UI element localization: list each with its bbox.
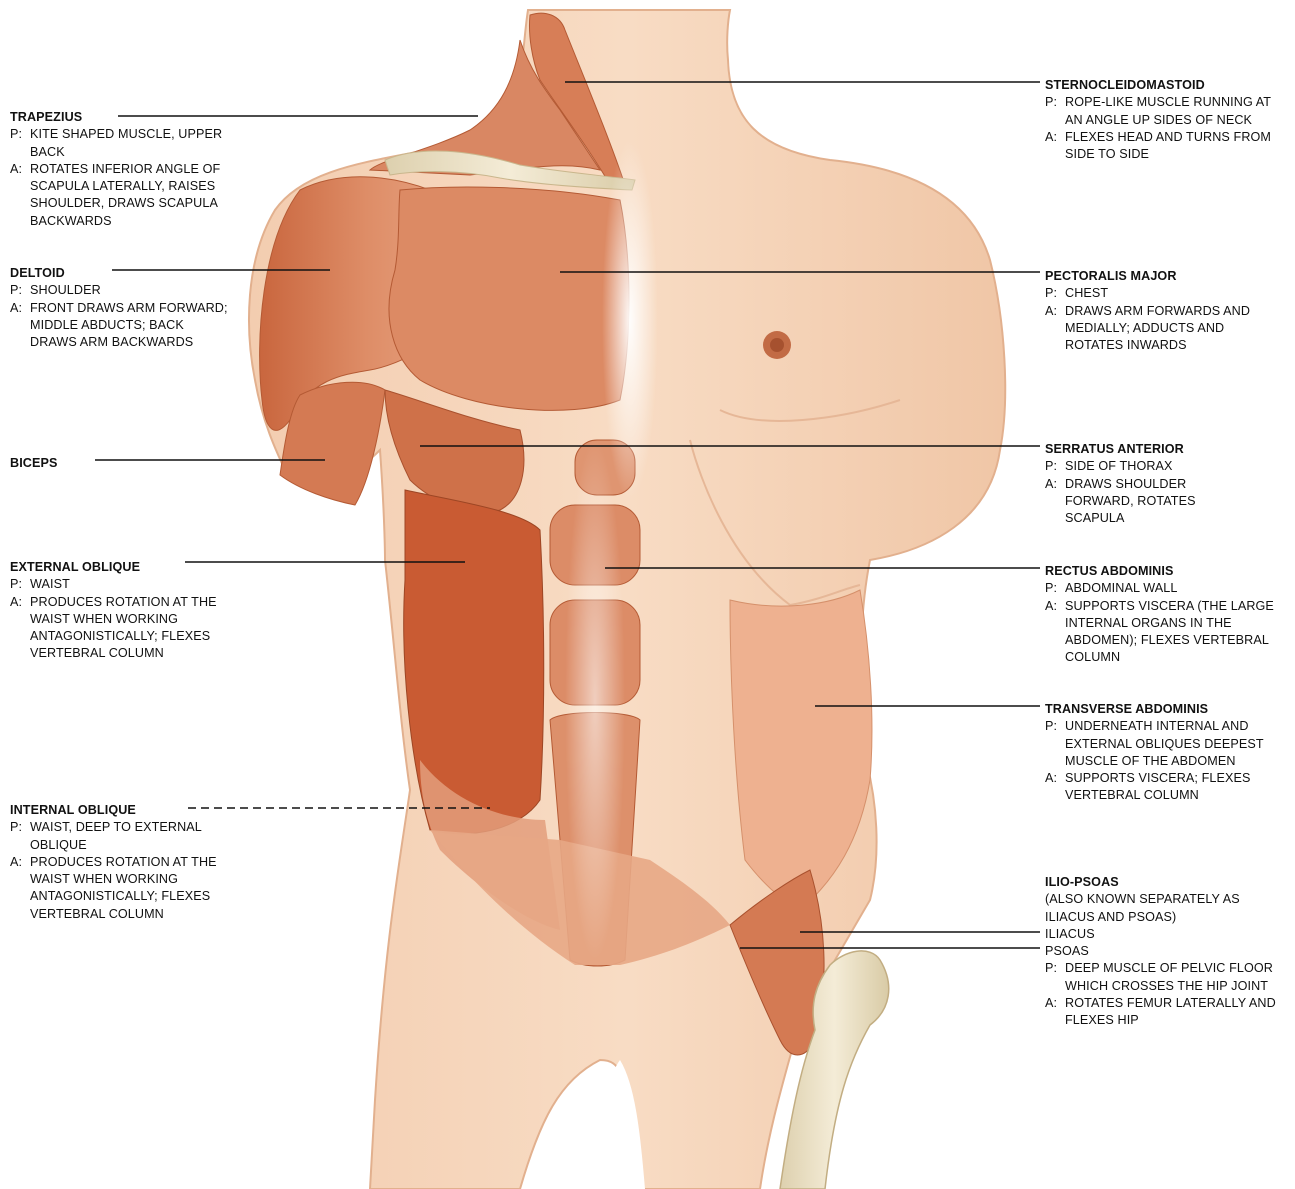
a-key: A:	[10, 300, 30, 317]
label-transverse-abdominis: TRANSVERSE ABDOMINIS P:UNDERNEATH INTERN…	[1045, 701, 1290, 805]
label-rectus-abdominis-name: RECTUS ABDOMINIS	[1045, 563, 1290, 580]
label-sternocleidomastoid: STERNOCLEIDOMASTOID P:ROPE-LIKE MUSCLE R…	[1045, 77, 1290, 163]
label-rectus-abdominis: RECTUS ABDOMINIS P:ABDOMINAL WALL A:SUPP…	[1045, 563, 1290, 667]
sternocleidomastoid-action: FLEXES HEAD AND TURNS FROM SIDE TO SIDE	[1065, 130, 1271, 161]
ilio-psoas-position: DEEP MUSCLE OF PELVIC FLOOR WHICH CROSSE…	[1065, 961, 1273, 992]
label-trapezius: TRAPEZIUS P:KITE SHAPED MUSCLE, UPPER BA…	[10, 109, 250, 230]
p-key: P:	[10, 126, 30, 143]
label-pectoralis-major: PECTORALIS MAJOR P:CHEST A:DRAWS ARM FOR…	[1045, 268, 1285, 354]
nipple-center	[770, 338, 784, 352]
trapezius-position: KITE SHAPED MUSCLE, UPPER BACK	[30, 127, 222, 158]
external-oblique-position: WAIST	[30, 577, 70, 591]
rectus-abdominis-position: ABDOMINAL WALL	[1065, 581, 1177, 595]
a-key: A:	[10, 594, 30, 611]
serratus-anterior-position: SIDE OF THORAX	[1065, 459, 1173, 473]
ilio-psoas-action: ROTATES FEMUR LATERALLY AND FLEXES HIP	[1065, 996, 1276, 1027]
label-biceps: BICEPS	[10, 455, 130, 472]
pectoralis-major-action: DRAWS ARM FORWARDS AND MEDIALLY; ADDUCTS…	[1065, 304, 1250, 353]
internal-oblique-action: PRODUCES ROTATION AT THE WAIST WHEN WORK…	[30, 855, 217, 921]
a-key: A:	[1045, 598, 1065, 615]
label-sternocleidomastoid-name: STERNOCLEIDOMASTOID	[1045, 77, 1290, 94]
transverse-abdominis-action: SUPPORTS VISCERA; FLEXES VERTEBRAL COLUM…	[1065, 771, 1251, 802]
label-internal-oblique-name: INTERNAL OBLIQUE	[10, 802, 250, 819]
p-key: P:	[1045, 94, 1065, 111]
deltoid-action: FRONT DRAWS ARM FORWARD; MIDDLE ABDUCTS;…	[30, 301, 228, 350]
label-biceps-name: BICEPS	[10, 455, 130, 472]
label-external-oblique: EXTERNAL OBLIQUE P:WAIST A:PRODUCES ROTA…	[10, 559, 250, 663]
p-key: P:	[1045, 718, 1065, 735]
label-trapezius-name: TRAPEZIUS	[10, 109, 250, 126]
p-key: P:	[1045, 285, 1065, 302]
a-key: A:	[1045, 770, 1065, 787]
internal-oblique-position: WAIST, DEEP TO EXTERNAL OBLIQUE	[30, 820, 201, 851]
a-key: A:	[1045, 995, 1065, 1012]
label-pectoralis-major-name: PECTORALIS MAJOR	[1045, 268, 1285, 285]
a-key: A:	[10, 854, 30, 871]
p-key: P:	[1045, 960, 1065, 977]
p-key: P:	[10, 282, 30, 299]
iliacus-label: ILIACUS	[1045, 926, 1290, 943]
p-key: P:	[10, 819, 30, 836]
p-key: P:	[1045, 580, 1065, 597]
p-key: P:	[10, 576, 30, 593]
psoas-label: PSOAS	[1045, 943, 1290, 960]
transverse-abdominis-position: UNDERNEATH INTERNAL AND EXTERNAL OBLIQUE…	[1065, 719, 1263, 768]
ilio-psoas-note: (ALSO KNOWN SEPARATELY AS ILIACUS AND PS…	[1045, 891, 1290, 926]
pectoralis-major-muscle	[389, 187, 629, 410]
trapezius-action: ROTATES INFERIOR ANGLE OF SCAPULA LATERA…	[30, 162, 220, 228]
sternocleidomastoid-position: ROPE-LIKE MUSCLE RUNNING AT AN ANGLE UP …	[1065, 95, 1271, 126]
label-internal-oblique: INTERNAL OBLIQUE P:WAIST, DEEP TO EXTERN…	[10, 802, 250, 923]
label-transverse-abdominis-name: TRANSVERSE ABDOMINIS	[1045, 701, 1290, 718]
label-deltoid: DELTOID P:SHOULDER A:FRONT DRAWS ARM FOR…	[10, 265, 230, 351]
label-serratus-anterior: SERRATUS ANTERIOR P:SIDE OF THORAX A:DRA…	[1045, 441, 1255, 527]
a-key: A:	[10, 161, 30, 178]
serratus-anterior-action: DRAWS SHOULDER FORWARD, ROTATES SCAPULA	[1065, 477, 1196, 526]
pectoralis-major-position: CHEST	[1065, 286, 1108, 300]
label-deltoid-name: DELTOID	[10, 265, 230, 282]
a-key: A:	[1045, 303, 1065, 320]
a-key: A:	[1045, 129, 1065, 146]
label-ilio-psoas-name: ILIO-PSOAS	[1045, 874, 1290, 891]
label-ilio-psoas: ILIO-PSOAS (ALSO KNOWN SEPARATELY AS ILI…	[1045, 874, 1290, 1030]
external-oblique-action: PRODUCES ROTATION AT THE WAIST WHEN WORK…	[30, 595, 217, 661]
linea-alba-highlight	[565, 440, 625, 960]
label-serratus-anterior-name: SERRATUS ANTERIOR	[1045, 441, 1255, 458]
a-key: A:	[1045, 476, 1065, 493]
deltoid-position: SHOULDER	[30, 283, 101, 297]
rectus-abdominis-action: SUPPORTS VISCERA (THE LARGE INTERNAL ORG…	[1065, 599, 1274, 665]
p-key: P:	[1045, 458, 1065, 475]
label-external-oblique-name: EXTERNAL OBLIQUE	[10, 559, 250, 576]
